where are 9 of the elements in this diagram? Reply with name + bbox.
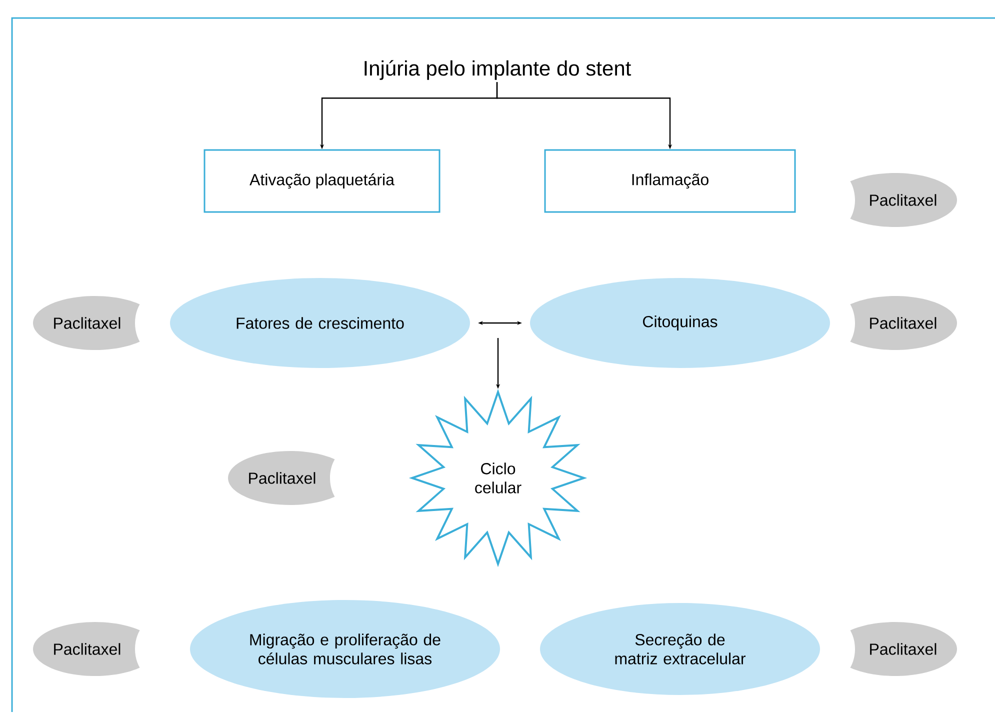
process-box: Ativação plaquetária: [204, 149, 440, 213]
crescent-label: Paclitaxel: [833, 622, 957, 676]
process-box: Inflamação: [544, 149, 796, 213]
crescent-label: Paclitaxel: [33, 296, 157, 350]
crescent-label: Paclitaxel: [833, 173, 957, 227]
crescent-label: Paclitaxel: [228, 451, 352, 505]
crescent-label: Paclitaxel: [33, 622, 157, 676]
heading: Injúria pelo implante do stent: [364, 60, 632, 80]
crescent-label: Paclitaxel: [833, 296, 957, 350]
